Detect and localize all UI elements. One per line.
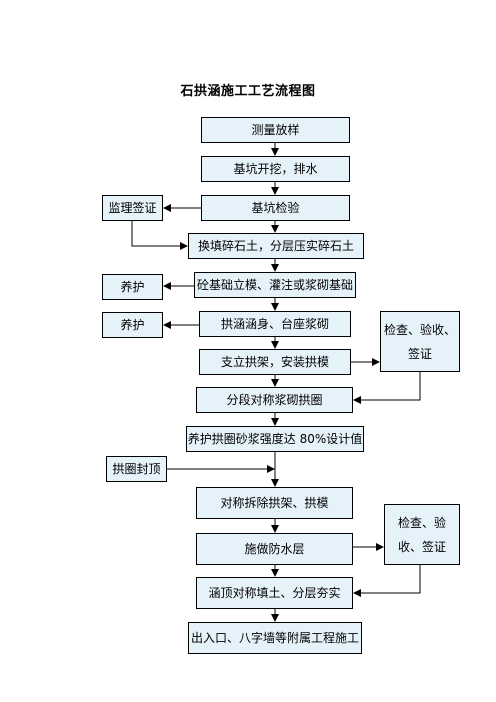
step-arch-frame: 支立拱架，安装拱模: [199, 349, 351, 375]
step-waterproofing: 施做防水层: [196, 533, 353, 565]
step-culvert-body: 拱涵涵身、台座浆砌: [199, 311, 351, 337]
step-foundation: 砼基础立模、灌注或浆砌基础: [194, 272, 356, 298]
side-inspection-1: 检查、验收、签证: [380, 311, 460, 372]
step-ancillary-works: 出入口、八字墙等附属工程施工: [188, 622, 362, 654]
step-curing-80-percent: 养护拱圈砂浆强度达 80%设计值: [186, 426, 364, 452]
step-pit-excavation: 基坑开挖，排水: [201, 156, 350, 182]
step-arch-ring-masonry: 分段对称浆砌拱圈: [196, 387, 353, 413]
arrow-supervision-to-backfill: [131, 221, 188, 250]
side-supervision-sign: 监理签证: [102, 195, 163, 221]
step-pit-inspection: 基坑检验: [201, 195, 350, 221]
side-curing-2: 养护: [102, 312, 163, 338]
step-backfill-gravel: 换填碎石土，分层压实碎石土: [188, 233, 364, 259]
diagram-title: 石拱涵施工工艺流程图: [180, 84, 316, 99]
step-remove-arch-frame: 对称拆除拱架、拱模: [196, 487, 353, 519]
arrow-inspection2-to-backfill: [353, 565, 421, 597]
side-arch-closing: 拱圈封顶: [106, 456, 167, 482]
side-curing-1: 养护: [102, 274, 163, 300]
step-survey-layout: 测量放样: [201, 117, 350, 143]
side-inspection-2: 检查、验收、签证: [384, 504, 460, 565]
step-backfill-compaction: 涵顶对称填土、分层夯实: [196, 577, 353, 609]
arrow-inspection1-to-ring: [353, 372, 421, 404]
